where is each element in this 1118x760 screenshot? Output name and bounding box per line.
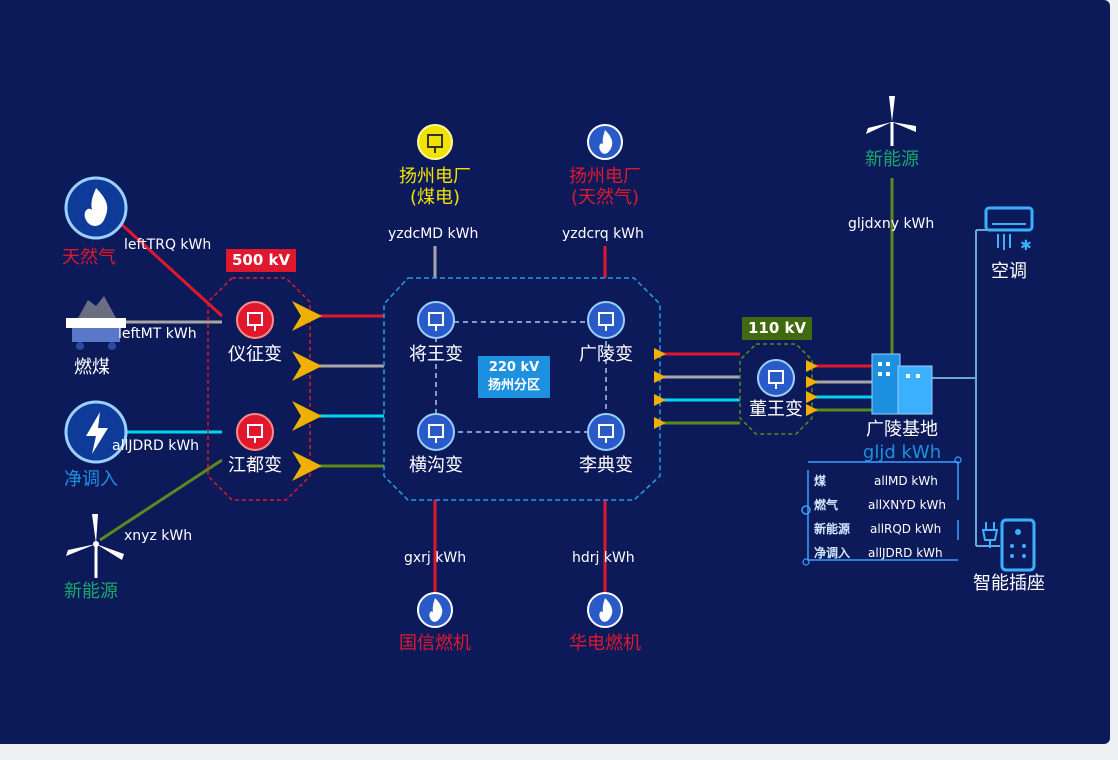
henggou-substation-icon <box>417 413 455 451</box>
legend-row-renewable: 新能源 allRQD kWh <box>814 520 941 537</box>
left-coal-icon <box>66 296 126 350</box>
legend-row-grid: 净调入 allJDRD kWh <box>814 544 943 561</box>
legend-coal-value: allMD kWh <box>874 474 938 488</box>
left-gas-icon <box>64 176 128 240</box>
socket-label: 智能插座 <box>973 573 1045 594</box>
left-gas-label: 天然气 <box>62 247 116 268</box>
legend-grid-name: 净调入 <box>814 546 851 560</box>
base-value: gljd kWh <box>862 442 942 463</box>
right-wind-turbine-icon <box>866 96 916 146</box>
svg-text:✱: ✱ <box>1020 238 1032 254</box>
flow-diagram: ✱ <box>64 96 1036 628</box>
voltage-110-badge: 110 kV <box>742 317 813 340</box>
zone-220kv-name: 扬州分区 <box>488 378 541 393</box>
guoxin-label: 国信燃机 <box>399 633 471 654</box>
legend-grid-value: allJDRD kWh <box>868 546 943 560</box>
arrow-9 <box>806 360 818 372</box>
coal-plant-value: yzdcMD kWh <box>388 226 479 242</box>
legend-dot-1 <box>801 505 811 515</box>
voltage-500-badge: 500 kV <box>226 249 297 272</box>
legend-row-coal: 煤 allMD kWh <box>814 472 938 489</box>
base-buildings-icon <box>871 353 933 415</box>
guoxin-plant-icon <box>417 592 453 628</box>
base-label: 广陵基地 <box>866 419 938 440</box>
gas-power-plant-icon <box>587 124 623 160</box>
lidian-substation-icon <box>587 413 625 451</box>
dongwang-substation-icon <box>757 359 795 397</box>
arrow-12 <box>806 404 818 416</box>
jiangwang-substation-icon <box>417 301 455 339</box>
arrow-7 <box>654 394 666 406</box>
jiangwang-label: 将王变 <box>409 344 463 365</box>
arrow-8 <box>654 417 666 429</box>
legend-renewable-name: 新能源 <box>814 522 851 536</box>
guoxin-value: gxrj kWh <box>404 550 467 566</box>
left-grid-label: 净调入 <box>64 469 118 490</box>
left-grid-value: allJDRD kWh <box>112 438 200 454</box>
energy-flow-panel: ✱ 天然气 leftTRQ kWh 燃煤 leftMT kWh 净调入 allJ… <box>0 0 1110 744</box>
zone-220kv-label: 220 kV 扬州分区 <box>478 356 551 398</box>
legend-dot-2 <box>954 456 962 464</box>
legend-coal-name: 煤 <box>814 474 827 488</box>
legend-renewable-value: allRQD kWh <box>870 522 942 536</box>
gas-plant-name: 扬州电厂 <box>569 166 641 187</box>
left-coal-value: leftMT kWh <box>118 326 197 342</box>
coal-plant-type: (煤电) <box>409 187 461 208</box>
huadian-plant-icon <box>587 592 623 628</box>
legend-gas-value: allXNYD kWh <box>868 498 947 512</box>
coal-power-plant-icon <box>417 124 453 160</box>
coal-plant-label: 扬州电厂 (煤电) <box>399 166 471 208</box>
lidian-label: 李典变 <box>579 455 633 476</box>
huadian-label: 华电燃机 <box>569 633 641 654</box>
left-wind-turbine-icon <box>66 514 124 578</box>
jiangdu-substation-icon <box>236 413 274 451</box>
arrow-6 <box>654 371 666 383</box>
dongwang-label: 董王变 <box>749 399 803 420</box>
legend-dot-3 <box>802 558 810 566</box>
arrow-4 <box>308 460 320 472</box>
guangling-label: 广陵变 <box>579 344 633 365</box>
yizheng-substation-icon <box>236 301 274 339</box>
zone-220kv-voltage: 220 kV <box>488 360 540 375</box>
arrow-5 <box>654 348 666 360</box>
legend-gas-name: 燃气 <box>814 498 839 512</box>
left-renewable-value: xnyz kWh <box>124 528 193 544</box>
left-renewable-label: 新能源 <box>64 581 118 602</box>
substation-500kv-boundary <box>207 277 311 501</box>
legend-row-gas: 燃气 allXNYD kWh <box>814 496 946 513</box>
arrow-3 <box>308 410 320 422</box>
arrow-2 <box>308 360 320 372</box>
gas-plant-label: 扬州电厂 (天然气) <box>569 166 641 208</box>
left-gas-value: leftTRQ kWh <box>124 237 212 253</box>
zone-220kv-inner-loop <box>435 321 607 433</box>
right-renewable-label: 新能源 <box>865 149 919 170</box>
coal-plant-name: 扬州电厂 <box>399 166 471 187</box>
huadian-value: hdrj kWh <box>572 550 635 566</box>
left-coal-label: 燃煤 <box>74 357 110 378</box>
henggou-label: 横沟变 <box>409 455 463 476</box>
ac-label: 空调 <box>991 261 1027 282</box>
right-renewable-value: gljdxny kWh <box>848 216 935 232</box>
guangling-substation-icon <box>587 301 625 339</box>
renewable-inbound-line <box>99 458 223 542</box>
substation-110kv-boundary <box>739 343 813 435</box>
left-grid-icon <box>64 400 128 464</box>
zone-220kv-boundary <box>383 277 661 501</box>
arrow-1 <box>308 310 320 322</box>
smart-socket-icon <box>981 518 1036 572</box>
jiangdu-label: 江都变 <box>228 455 282 476</box>
gas-plant-type: (天然气) <box>570 187 640 208</box>
gas-plant-value: yzdcrq kWh <box>562 226 644 242</box>
arrow-11 <box>806 391 818 403</box>
arrow-10 <box>806 376 818 388</box>
yizheng-label: 仪征变 <box>228 344 282 365</box>
gas-inbound-line <box>106 210 224 318</box>
air-conditioner-icon: ✱ <box>984 206 1034 254</box>
